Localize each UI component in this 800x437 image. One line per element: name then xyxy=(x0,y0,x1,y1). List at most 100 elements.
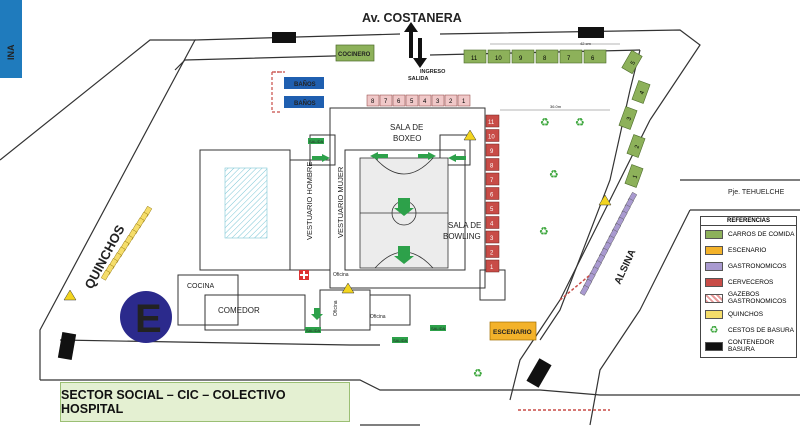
beer-stand-right-label: 11 xyxy=(488,120,495,126)
legend-item: GAZEBOS GASTRONOMICOS xyxy=(701,290,796,306)
room-label-oficina-3: Oficina xyxy=(370,314,386,320)
recycle-icon: ♻ xyxy=(575,116,585,129)
beer-stand-right-label: 8 xyxy=(490,164,494,170)
room-label-cocina: COCINA xyxy=(187,283,215,290)
legend-label: CERVECEROS xyxy=(728,278,774,286)
exit-sign-2: SALIDA xyxy=(306,328,321,333)
recycling-bins: ♻♻♻♻♻ xyxy=(473,116,585,380)
legend-rows: CARROS DE COMIDA ESCENARIO GASTRONOMICOS CE… xyxy=(701,226,796,354)
block-outline-top xyxy=(194,33,401,41)
food-cart-right-label: 2 xyxy=(634,144,641,150)
gastronomic-stalls xyxy=(579,191,638,296)
beer-stand-right-10 xyxy=(485,129,500,142)
legend-swatch xyxy=(705,277,723,287)
beer-stand-top-7 xyxy=(379,94,393,107)
room-label-boxeo-1: SALA DE xyxy=(390,123,423,132)
dimension-label-top: 42 cm xyxy=(580,41,592,46)
food-cart-right-label: 3 xyxy=(626,116,633,122)
red-dashed-paths xyxy=(518,274,610,411)
legend-label: CONTENEDOR BASURA xyxy=(728,339,775,353)
legend-swatch xyxy=(705,341,723,351)
street-label-alsina: ALSINA xyxy=(613,248,639,286)
beer-stand-right-label: 3 xyxy=(490,236,494,242)
food-cart-top-label: 10 xyxy=(495,56,502,62)
stage xyxy=(489,321,537,341)
cocinero-box xyxy=(335,44,375,62)
beer-stand-right-label: 10 xyxy=(488,135,495,141)
food-cart-right-4: 4 xyxy=(631,80,651,104)
beer-stand-top-8 xyxy=(366,94,380,107)
e-marker-letter: E xyxy=(135,297,162,341)
beer-stand-top-label: 3 xyxy=(436,99,440,105)
right-food-carts: 5 4 3 2 1 xyxy=(618,49,651,188)
corner-badge-text: INA xyxy=(6,44,16,60)
room-label-bowling-2: BOWLING xyxy=(443,232,481,241)
food-cart-right-5: 5 xyxy=(621,49,643,75)
beer-stand-right-label: 4 xyxy=(490,222,494,228)
block-outline-top-right xyxy=(439,29,701,121)
beer-stand-top-label: 4 xyxy=(423,99,427,105)
food-cart-top-10 xyxy=(487,49,511,64)
legend-swatch xyxy=(705,293,723,303)
banos-2-label: BAÑOS xyxy=(294,100,316,107)
gastronomic-stall xyxy=(579,284,590,296)
legend-item: QUINCHOS xyxy=(701,306,796,322)
sector-social-text: SECTOR SOCIAL – CIC – COLECTIVO HOSPITAL xyxy=(61,388,286,416)
recycle-icon: ♻ xyxy=(473,367,483,380)
corner-badge: INA xyxy=(0,0,22,78)
beer-stand-right-label: 7 xyxy=(490,178,494,184)
legend-label: GASTRONOMICOS xyxy=(728,262,787,270)
beer-stand-top-label: 6 xyxy=(397,99,401,105)
block-outline-inner-left xyxy=(174,54,371,71)
warning-icon-3 xyxy=(63,289,77,301)
food-cart-right-label: 1 xyxy=(632,174,639,180)
sector-social-banner: SECTOR SOCIAL – CIC – COLECTIVO HOSPITAL xyxy=(60,382,350,422)
stage-label: ESCENARIO xyxy=(493,329,532,336)
exit-sign-3: SALIDA xyxy=(393,338,408,343)
trash-containers xyxy=(57,27,604,388)
legend-swatch: ♻ xyxy=(709,324,719,336)
beer-stand-top-6 xyxy=(392,94,406,107)
trash-container-4 xyxy=(526,358,552,388)
trash-container-2 xyxy=(578,27,604,38)
cocinero-label: COCINERO xyxy=(338,52,371,58)
e-marker xyxy=(120,291,172,343)
room-label-vest-hombre: VESTUARIO HOMBRE xyxy=(305,162,314,240)
block-outline-alsina-right xyxy=(589,209,691,426)
recycle-icon: ♻ xyxy=(540,116,550,129)
beer-stand-top-3 xyxy=(431,94,445,107)
legend-label: CARROS DE COMIDA xyxy=(728,230,795,238)
exit-signs: SALIDA SALIDA SALIDA SALIDA xyxy=(305,138,446,343)
food-cart-top-label: 9 xyxy=(519,56,523,62)
legend-swatch xyxy=(705,229,723,239)
legend-item: GASTRONOMICOS xyxy=(701,258,796,274)
legend-label: ESCENARIO xyxy=(728,246,767,254)
beer-stand-top-label: 1 xyxy=(462,99,466,105)
beer-stand-right-7 xyxy=(485,172,500,186)
food-cart-right-2: 2 xyxy=(626,134,646,158)
banos-area: BAÑOS BAÑOS xyxy=(271,71,324,113)
green-exit-arrows xyxy=(311,152,466,320)
legend-item: CERVECEROS xyxy=(701,274,796,290)
entrance-in-label: INGRESO xyxy=(420,69,446,75)
banos-1-label: BAÑOS xyxy=(294,81,316,88)
legend-label: QUINCHOS xyxy=(728,310,764,318)
recycle-icon: ♻ xyxy=(539,225,549,238)
entrance-out-label: SALIDA xyxy=(408,76,429,82)
block-outline-inner-bottom xyxy=(59,339,380,346)
trash-container-3 xyxy=(57,331,77,361)
dimension-label-mid: 36.0m xyxy=(550,104,562,109)
beer-stand-top-label: 7 xyxy=(384,99,388,105)
legend-title: REFERENCIAS xyxy=(701,217,796,226)
block-outline-inner-top xyxy=(429,49,641,56)
beer-stand-right-3 xyxy=(485,230,500,244)
food-cart-right-label: 5 xyxy=(630,60,637,66)
beer-stand-top-label: 5 xyxy=(410,99,414,105)
beer-stand-right-label: 9 xyxy=(490,149,494,155)
trash-container-1 xyxy=(272,32,296,43)
beer-stand-right-6 xyxy=(485,187,500,200)
banos-2 xyxy=(284,96,324,108)
beer-stand-right-8 xyxy=(485,158,500,171)
beer-stand-top-label: 8 xyxy=(371,99,375,105)
